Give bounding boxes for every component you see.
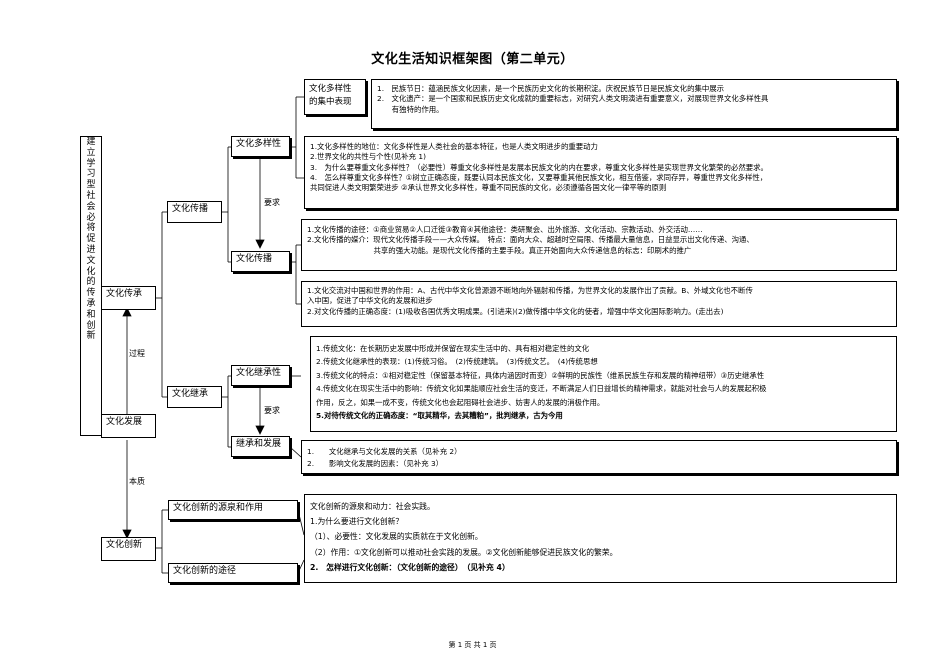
node-cultural-inheritance: 文化传承 [101, 286, 156, 310]
edge-label-process: 过程 [129, 349, 145, 358]
box-inherit-develop-relationship: 1. 文化继承与文化发展的关系（见补充 2） 2. 影响文化发展的因素：（见补充… [301, 440, 897, 474]
node-innovation-path: 文化创新的途径 [168, 563, 298, 583]
node-inheritance-nature: 文化继承性 [231, 365, 290, 386]
edge-label-requirement-2: 要求 [264, 406, 280, 415]
node-innovation-source: 文化创新的源泉和作用 [168, 500, 298, 520]
node-cultural-innovation: 文化创新 [101, 537, 156, 561]
box-cultural-diversity: 1.文化多样性的地位：文化多样性是人类社会的基本特征，也是人类文明进步的重要动力… [304, 136, 897, 209]
node-cultural-transmission-2: 文化传播 [231, 251, 290, 272]
box-diversity-manifestation: 1. 民族节日：蕴涵民族文化因素，是一个民族历史文化的长期积淀。庆祝民族节日是民… [371, 79, 897, 129]
node-diversity-manifestation: 文化多样性 的集中表现 [304, 79, 366, 115]
node-cultural-development: 文化发展 [101, 414, 156, 438]
box-traditional-culture: 1.传统文化：在长期历史发展中形成并保留在现实生活中的、具有相对稳定性的文化 2… [310, 336, 897, 432]
box-transmission-channels: 1.文化传播的途径：①商业贸易②人口迁徙③教育④其他途径：类研聚会、出外旅游、文… [301, 219, 897, 271]
edge-label-requirement-1: 要求 [264, 198, 280, 207]
node-cultural-transmission: 文化传播 [167, 201, 222, 223]
node-cultural-diversity: 文化多样性 [231, 136, 290, 157]
edge-label-essence: 本质 [129, 477, 145, 486]
vertical-theme-label: 建立学习型社会必将促进文化的传承和创新 [80, 136, 102, 436]
node-inherit-and-develop: 继承和发展 [231, 436, 290, 457]
box-cultural-exchange: 1.文化交流对中国和世界的作用：A、古代中华文化曾源源不断地向外辐射和传播，为世… [301, 281, 897, 327]
node-cultural-succession: 文化继承 [167, 386, 222, 408]
box-cultural-innovation: 文化创新的源泉和动力：社会实践。 1.为什么要进行文化创新？ （1）、必要性：文… [304, 494, 897, 583]
page-title: 文化生活知识框架图（第二单元） [371, 52, 574, 67]
page-footer: 第 1 页 共 1 页 [448, 641, 497, 649]
